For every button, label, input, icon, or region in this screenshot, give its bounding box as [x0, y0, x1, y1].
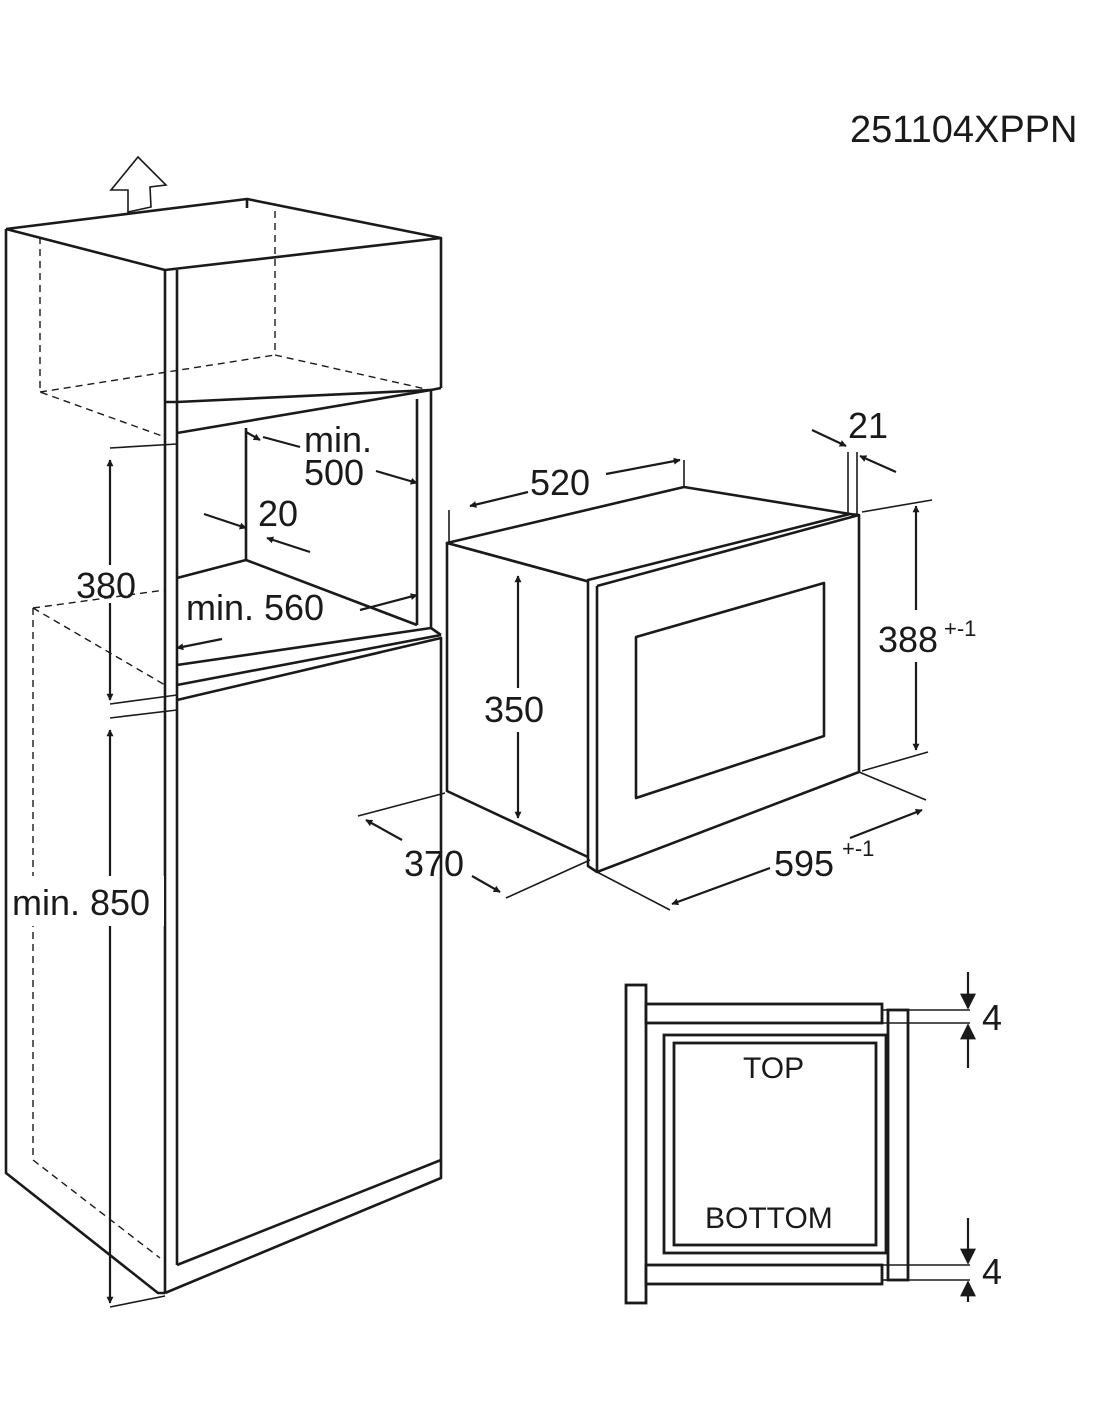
- appliance-width-value: 520: [530, 462, 590, 503]
- ventilation-arrow-icon: [109, 155, 168, 213]
- panel-gap-value: 20: [258, 493, 298, 534]
- niche-height-value: 380: [76, 565, 136, 606]
- front-height-dimension: 388 +-1: [861, 499, 976, 772]
- front-section-view: TOP BOTTOM: [624, 983, 910, 1305]
- cabinet-width-value: 500: [304, 452, 364, 493]
- panel-gap-dimension: 20: [203, 493, 311, 554]
- cabinet-depth-dimension: min. 560: [176, 587, 418, 651]
- top-gap-value: 4: [982, 997, 1002, 1038]
- cabinet-width-prefix: min.: [304, 419, 372, 460]
- base-height-value: min. 850: [12, 882, 150, 923]
- niche-height-dimension: 380: [76, 443, 178, 705]
- front-width-tolerance: +-1: [842, 836, 874, 861]
- bottom-gap-value: 4: [982, 1251, 1002, 1292]
- appliance-depth-value: 370: [404, 843, 464, 884]
- base-height-dimension: min. 850: [8, 709, 178, 1308]
- bottom-label: BOTTOM: [705, 1202, 833, 1235]
- body-height-dimension: 350: [484, 575, 544, 819]
- appliance-width-dimension: 520: [448, 457, 685, 543]
- front-width-dimension: 595 +-1: [596, 771, 927, 911]
- cabinet-depth-value: min. 560: [186, 587, 324, 628]
- model-code: 251104XPPN: [850, 109, 1077, 151]
- front-thickness-value: 21: [848, 405, 888, 446]
- front-width-value: 595: [774, 843, 834, 884]
- body-height-value: 350: [484, 689, 544, 730]
- microwave-appliance: [445, 485, 861, 874]
- front-thickness-dimension: 21: [811, 405, 897, 514]
- appliance-depth-dimension: 370: [357, 792, 591, 899]
- cabinet-width-dimension: min. 500: [245, 419, 418, 493]
- front-height-value: 388: [878, 619, 938, 660]
- bottom-gap-dimension: 4: [882, 1218, 1002, 1302]
- top-gap-dimension: 4: [882, 972, 1002, 1068]
- front-height-tolerance: +-1: [944, 616, 976, 641]
- tall-cabinet: [4, 197, 443, 1295]
- top-label: TOP: [743, 1052, 804, 1085]
